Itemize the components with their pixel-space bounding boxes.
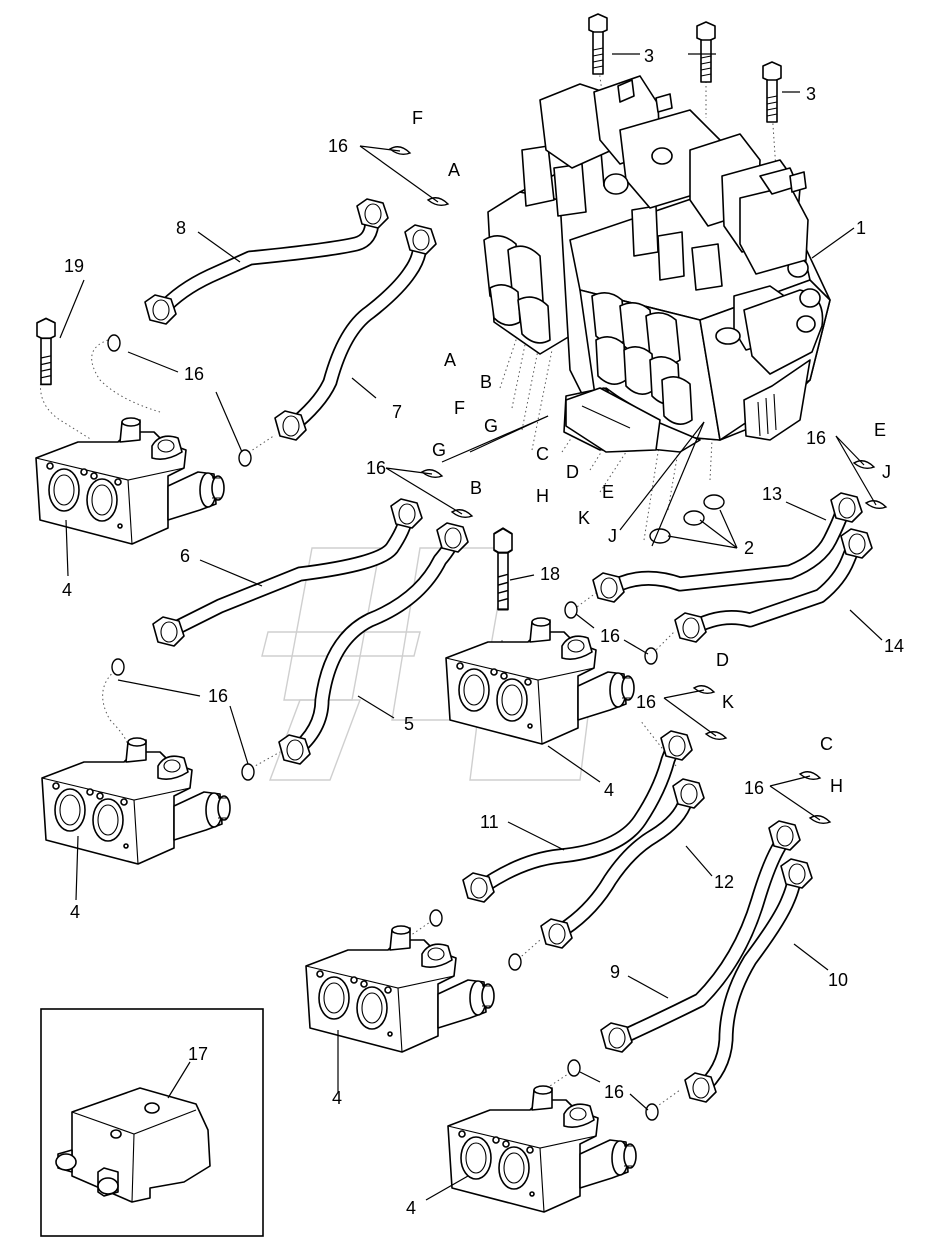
port-letter-A-mid: A — [444, 350, 456, 370]
bolt-3-c — [762, 61, 782, 123]
coupler-4-c — [41, 737, 231, 865]
port-letter-E-right: E — [874, 420, 886, 440]
bolt-19 — [36, 317, 56, 386]
callout-11: 11 — [480, 812, 499, 832]
callout-4-b: 4 — [604, 780, 614, 800]
tube-7 — [274, 224, 437, 441]
port-letter-F-mid: F — [454, 398, 465, 418]
tube-9 — [600, 820, 801, 1053]
callout-19: 19 — [64, 256, 84, 276]
callout-16-h: 16 — [744, 778, 764, 798]
callout-16-g: 16 — [636, 692, 656, 712]
coupler-4-e — [447, 1085, 637, 1213]
callout-4-a: 4 — [62, 580, 72, 600]
port-letter-C-mid: C — [536, 444, 549, 464]
callout-4-e: 4 — [406, 1198, 416, 1218]
tube-5 — [278, 522, 469, 765]
callout-16-c: 16 — [366, 458, 386, 478]
callout-4-c: 4 — [70, 902, 80, 922]
bolt-3-a — [588, 13, 608, 75]
port-letter-J-mid: J — [608, 526, 617, 546]
port-letter-G-mid: G — [484, 416, 498, 436]
coupler-4-a — [35, 417, 225, 545]
callout-7: 7 — [392, 402, 402, 422]
callout-3-a: 3 — [644, 46, 654, 66]
callout-8: 8 — [176, 218, 186, 238]
callout-2: 2 — [744, 538, 754, 558]
port-letter-F-top: F — [412, 108, 423, 128]
tube-10 — [684, 858, 813, 1103]
callout-16-f: 16 — [208, 686, 228, 706]
coupler-4-d — [305, 925, 495, 1053]
port-letter-A-top: A — [448, 160, 460, 180]
bolt-3-b — [696, 21, 716, 83]
callout-16-a: 16 — [328, 136, 348, 156]
tube-8 — [144, 198, 389, 325]
leader-lines — [59, 53, 883, 1201]
port-letter-H-right: H — [830, 776, 843, 796]
callout-13: 13 — [762, 484, 782, 504]
tube-11 — [462, 730, 693, 903]
callout-6: 6 — [180, 546, 190, 566]
control-valve-assembly — [483, 75, 831, 453]
callout-labels: 1 2 3 3 4 4 4 4 4 5 6 7 8 9 10 11 12 13 … — [62, 46, 904, 1218]
port-letter-B-mid: B — [480, 372, 492, 392]
port-letter-J-right: J — [882, 462, 891, 482]
callout-16-d: 16 — [806, 428, 826, 448]
manifold-block-17 — [55, 1087, 211, 1203]
bolt-18 — [492, 527, 514, 611]
tube-14 — [674, 528, 873, 643]
port-letter-D-mid: D — [566, 462, 579, 482]
port-letter-G-seal: G — [432, 440, 446, 460]
callout-5: 5 — [404, 714, 414, 734]
tube-6 — [152, 498, 423, 647]
port-letter-H-mid: H — [536, 486, 549, 506]
port-letter-C-right: C — [820, 734, 833, 754]
callout-9: 9 — [610, 962, 620, 982]
tube-12 — [540, 778, 705, 949]
callout-10: 10 — [828, 970, 848, 990]
callout-16-i: 16 — [604, 1082, 624, 1102]
port-letter-K-mid: K — [578, 508, 590, 528]
port-letter-K-right: K — [722, 692, 734, 712]
port-letter-B-seal: B — [470, 478, 482, 498]
callout-3-b: 3 — [806, 84, 816, 104]
callout-17: 17 — [188, 1044, 208, 1064]
inset-frame — [40, 1008, 264, 1237]
port-letter-E-mid: E — [602, 482, 614, 502]
callout-4-d: 4 — [332, 1088, 342, 1108]
callout-14: 14 — [884, 636, 904, 656]
callout-18: 18 — [540, 564, 560, 584]
callout-16-b: 16 — [184, 364, 204, 384]
callout-12: 12 — [714, 872, 734, 892]
tube-13 — [592, 492, 863, 603]
port-letter-D-right: D — [716, 650, 729, 670]
callout-16-e: 16 — [600, 626, 620, 646]
callout-1: 1 — [856, 218, 866, 238]
